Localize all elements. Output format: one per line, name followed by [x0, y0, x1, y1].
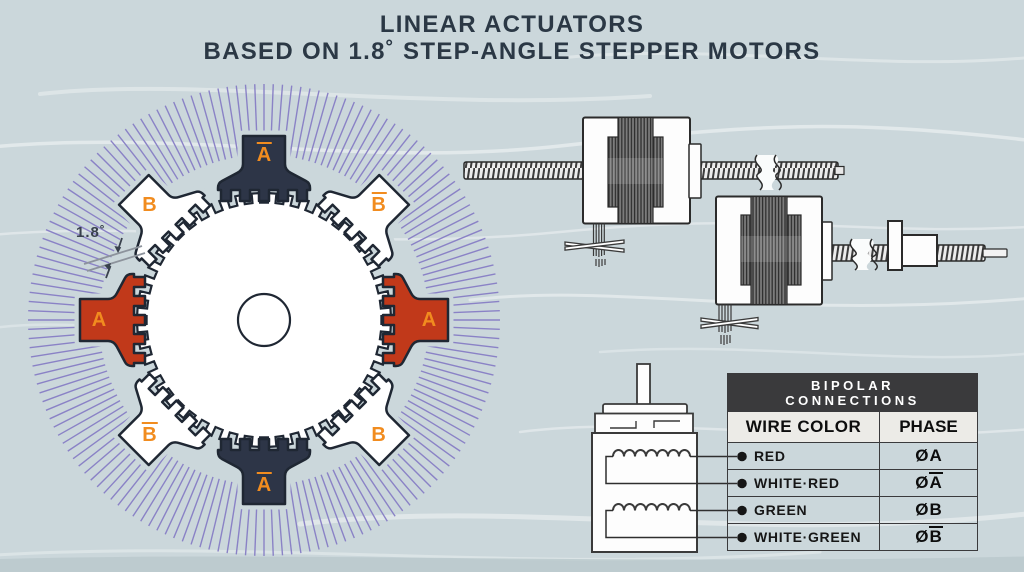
rotor: [135, 191, 393, 449]
phase-letter: B: [929, 500, 942, 519]
table-header-line-1: BIPOLAR: [811, 377, 894, 393]
schematic-flange: [602, 403, 688, 415]
phase-symbol: Ø: [915, 500, 929, 519]
motor-2-pilot-boss: [821, 221, 833, 281]
table-column-headers: WIRE COLOR PHASE: [727, 412, 978, 443]
motor-2-lead-wires: [718, 304, 732, 333]
phase-symbol: Ø: [915, 473, 929, 492]
motor-winding-schematic: [591, 363, 698, 553]
column-header-wire-color: WIRE COLOR: [728, 412, 880, 442]
phase-a-coil: [612, 449, 691, 457]
stator-pole-bottom-left: [117, 372, 212, 467]
wire-bullet: [737, 532, 747, 543]
lead-screw-1-tip: [834, 165, 845, 176]
motor-1-lead-wires: [592, 223, 605, 257]
screw-break-symbol-2: [850, 239, 874, 270]
phase-symbol: Ø: [915, 446, 929, 465]
stator-pole-bottom: [216, 437, 312, 506]
bottom-shade-strip: [0, 556, 1024, 572]
phase-b-coil: [612, 503, 691, 511]
column-header-phase: PHASE: [899, 417, 958, 436]
wire-bullet: [737, 478, 747, 489]
traveling-nut-flange: [887, 220, 903, 271]
table-header-line-2: CONNECTIONS: [785, 392, 920, 408]
stator-pole-left: [78, 272, 147, 368]
traveling-nut-body: [901, 234, 938, 267]
stator-pole-right: [381, 272, 450, 368]
phase-symbol: Ø: [915, 527, 929, 546]
wire-white-red-line: [605, 455, 737, 485]
wire-color-label: WHITE·RED: [754, 475, 840, 491]
wire-color-label: GREEN: [754, 502, 808, 518]
phase-letter: A: [929, 446, 942, 465]
bipolar-connections-table: BIPOLAR CONNECTIONS WIRE COLOR PHASE RED…: [727, 373, 978, 551]
wire-color-label: RED: [754, 448, 786, 464]
wire-color-cell: RED: [728, 443, 880, 469]
rotor-shaft-hole: [236, 292, 292, 348]
stator-pole-bottom-right: [316, 372, 411, 467]
motor-1-pilot-boss: [688, 143, 702, 199]
step-angle-dimension: [83, 237, 146, 279]
stator-pole-top: [216, 134, 312, 203]
stator-poles: [78, 134, 450, 506]
wire-color-cell: WHITE·GREEN: [728, 524, 880, 550]
wire-white-green-line: [605, 509, 737, 539]
stator-pole-top-right: [316, 173, 411, 268]
schematic-shaft: [636, 363, 651, 407]
lead-screw-2-tip: [982, 248, 1008, 258]
wire-bullet: [737, 505, 747, 516]
wire-color-cell: WHITE·RED: [728, 470, 880, 496]
stator-pole-top-left: [117, 173, 212, 268]
wire-color-label: WHITE·GREEN: [754, 529, 862, 545]
table-header: BIPOLAR CONNECTIONS: [727, 373, 978, 412]
wire-connector-lines: [605, 451, 747, 543]
phase-letter: B: [929, 525, 944, 546]
schematic-cap: [594, 412, 694, 435]
wire-bullet: [737, 451, 747, 462]
wire-color-cell: GREEN: [728, 497, 880, 523]
linear-actuator-1: [463, 116, 845, 267]
linear-actuator-2: [700, 195, 1008, 345]
phase-letter: A: [929, 471, 944, 492]
